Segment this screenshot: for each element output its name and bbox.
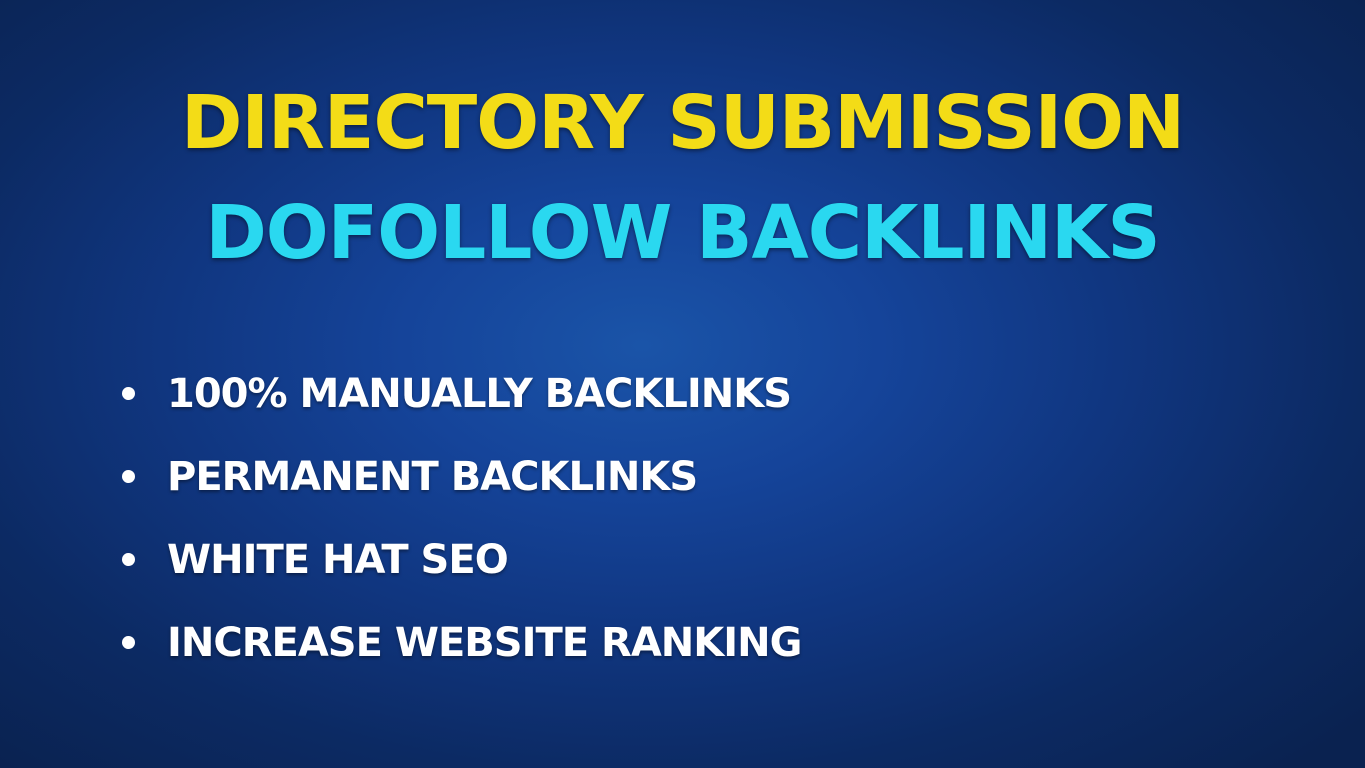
bullet-dot-icon [122, 553, 135, 566]
heading-line-1: DIRECTORY SUBMISSION [180, 80, 1185, 166]
bullet-dot-icon [122, 636, 135, 649]
feature-item: WHITE HAT SEO [122, 518, 801, 601]
feature-label: PERMANENT BACKLINKS [167, 453, 698, 500]
feature-item: INCREASE WEBSITE RANKING [122, 601, 802, 684]
feature-label: INCREASE WEBSITE RANKING [167, 619, 802, 666]
feature-label: 100% MANUALLY BACKLINKS [167, 370, 792, 417]
heading-line-2: DOFOLLOW BACKLINKS [205, 190, 1160, 276]
bullet-dot-icon [122, 470, 135, 483]
feature-list: 100% MANUALLY BACKLINKS PERMANENT BACKLI… [122, 352, 802, 684]
feature-label: WHITE HAT SEO [167, 536, 509, 583]
feature-item: PERMANENT BACKLINKS [122, 435, 801, 518]
feature-item: 100% MANUALLY BACKLINKS [122, 352, 801, 435]
bullet-dot-icon [122, 387, 135, 400]
